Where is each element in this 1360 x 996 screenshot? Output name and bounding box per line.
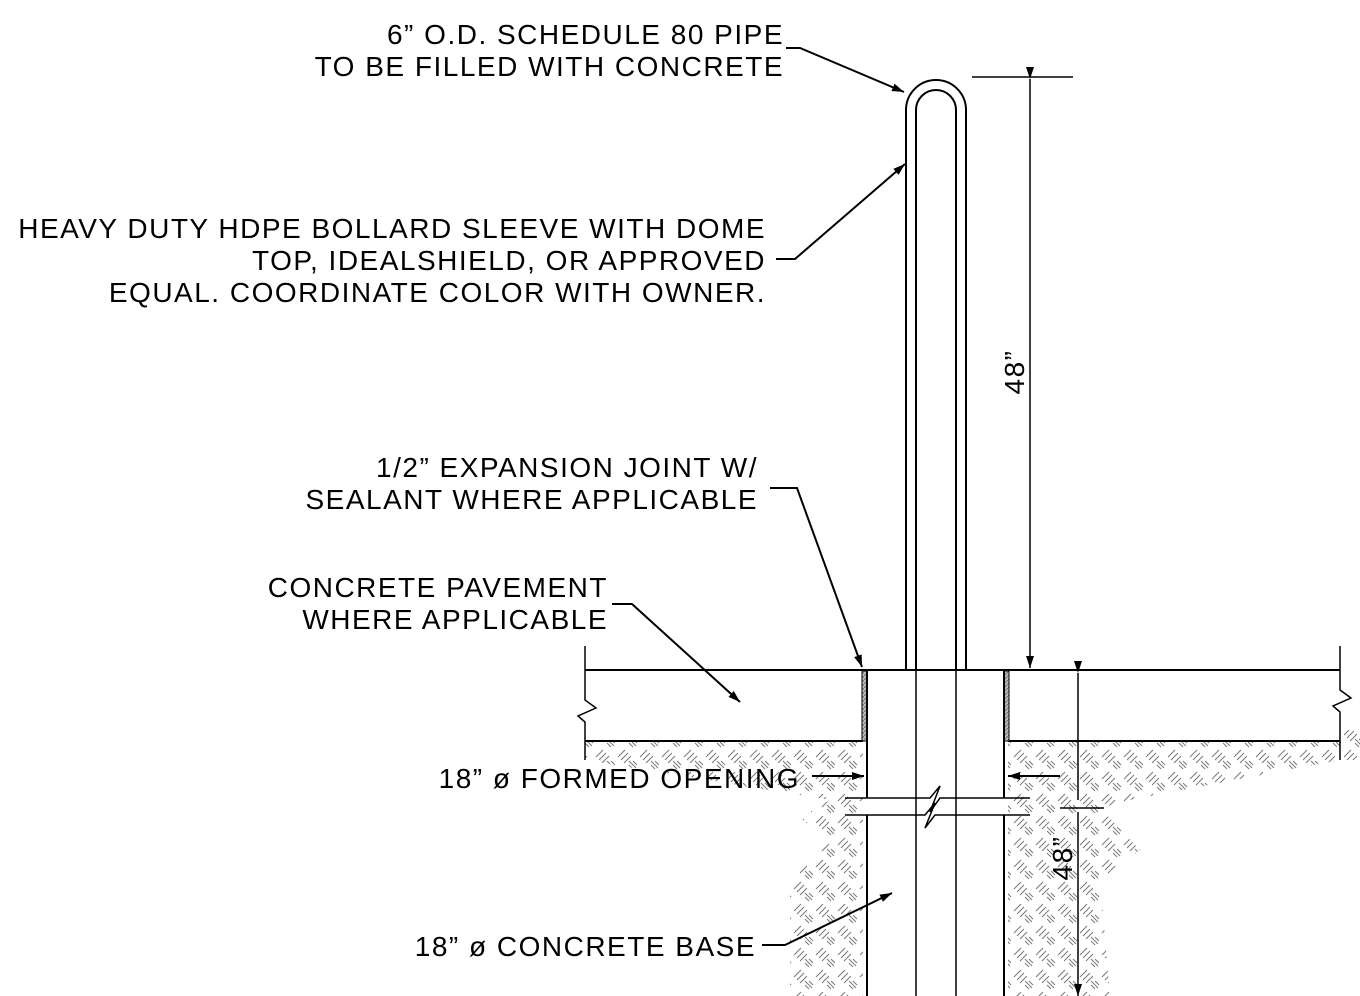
- concrete-base: [866, 670, 1005, 996]
- sleeve-note-line-1: HEAVY DUTY HDPE BOLLARD SLEEVE WITH DOME: [18, 213, 766, 244]
- pipe-note-line-1: 6” O.D. SCHEDULE 80 PIPE: [387, 19, 784, 50]
- joint-note-line-1: 1/2” EXPANSION JOINT W/: [376, 452, 758, 483]
- dimension-48-above: [972, 67, 1073, 668]
- sleeve-note-line-3: EQUAL. COORDINATE COLOR WITH OWNER.: [109, 277, 766, 308]
- pavement-note-line-2: WHERE APPLICABLE: [302, 604, 608, 635]
- bollard: [905, 79, 967, 996]
- break-line: [845, 785, 1030, 829]
- sleeve-note-line-2: TOP, IDEALSHIELD, OR APPROVED: [252, 245, 766, 276]
- pavement-note-line-1: CONCRETE PAVEMENT: [268, 572, 608, 603]
- formed-opening-note: 18” ø FORMED OPENING: [439, 763, 800, 794]
- concrete-base-note: 18” ø CONCRETE BASE: [415, 931, 756, 962]
- dimension-48-below: [1060, 661, 1104, 996]
- leaders: [612, 47, 1060, 946]
- dimension-above-grade-label: 48”: [999, 350, 1030, 395]
- dimension-below-grade-label: 48”: [1047, 836, 1078, 881]
- expansion-joint: [861, 670, 1010, 742]
- pipe-note-line-2: TO BE FILLED WITH CONCRETE: [315, 51, 784, 82]
- soil-hatch: [585, 730, 1360, 996]
- joint-note-line-2: SEALANT WHERE APPLICABLE: [305, 484, 758, 515]
